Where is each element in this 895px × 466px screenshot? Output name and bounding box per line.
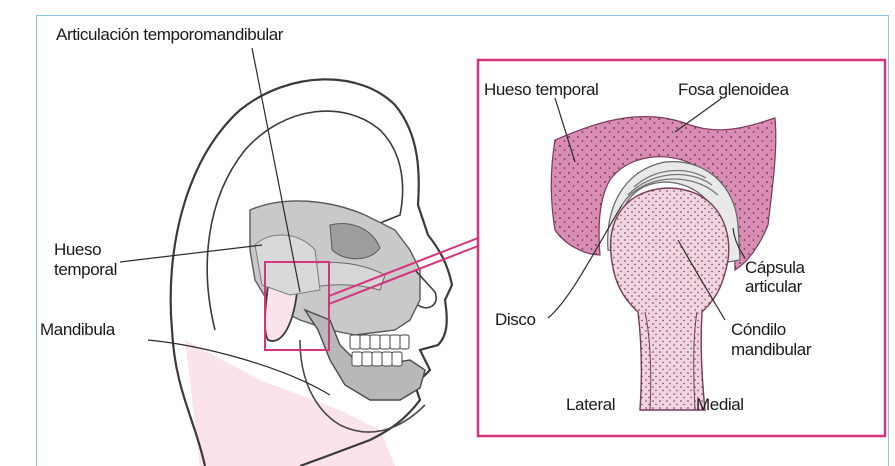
label-condyle-line1: Cóndilo	[731, 320, 786, 339]
label-temporal-bone-line2: temporal	[54, 260, 117, 279]
label-inset-temporal-bone: Hueso temporal	[484, 80, 598, 99]
label-capsule-line2: articular	[745, 277, 802, 296]
label-glenoid-fossa: Fosa glenoidea	[678, 80, 789, 99]
label-lateral: Lateral	[566, 395, 615, 414]
teeth	[350, 335, 409, 366]
label-tmj: Articulación temporomandibular	[56, 25, 283, 44]
label-medial: Medial	[696, 395, 744, 414]
label-temporal-bone-line1: Hueso	[54, 240, 101, 259]
leader-temporal	[120, 245, 262, 262]
label-disc: Disco	[495, 310, 536, 329]
label-mandible: Mandibula	[40, 320, 115, 339]
label-condyle-line2: mandibular	[731, 340, 811, 359]
label-capsule-line1: Cápsula	[745, 258, 805, 277]
